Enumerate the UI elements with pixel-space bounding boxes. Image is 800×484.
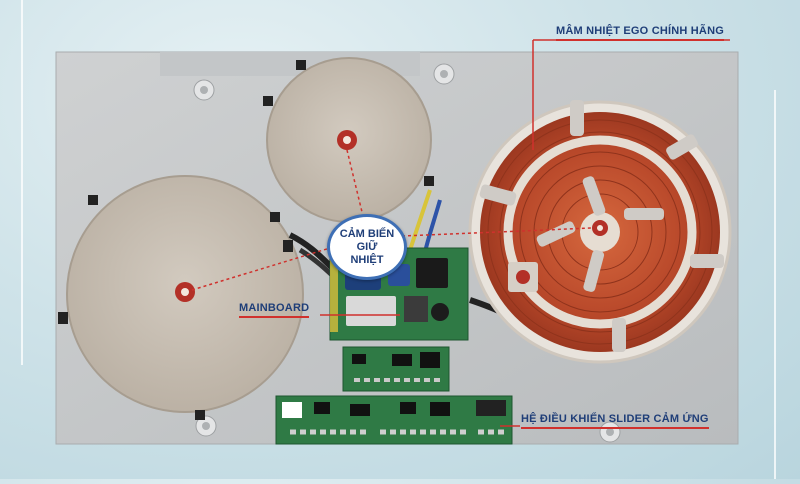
large-burner bbox=[58, 175, 304, 420]
sensor-label-line1: CẢM BIẾN bbox=[339, 227, 395, 240]
slider-pcb bbox=[275, 395, 513, 445]
sensor-label-line2: GIỮ bbox=[356, 240, 378, 253]
screw-icon bbox=[599, 421, 621, 443]
screw-icon bbox=[195, 415, 217, 437]
sensor-label-line3: NHIỆT bbox=[350, 253, 384, 266]
sensor-callout-large bbox=[191, 247, 331, 291]
control-pcb-small bbox=[342, 346, 450, 392]
screw-icon bbox=[433, 63, 455, 85]
coil-label-text: MÂM NHIỆT EGO CHÍNH HÃNG bbox=[556, 25, 724, 37]
screw-icon bbox=[193, 79, 215, 101]
small-burner bbox=[263, 57, 434, 223]
slider-label: HỆ ĐIỀU KHIỂN SLIDER CẢM ỨNG bbox=[521, 413, 709, 429]
sensor-callout-coil bbox=[401, 227, 593, 237]
mainboard-label: MAINBOARD bbox=[239, 302, 310, 318]
sensor-label-bubble: CẢM BIẾN GIỮ NHIỆT bbox=[327, 214, 407, 280]
sensor-callout-small bbox=[346, 149, 363, 213]
mainboard-label-text: MAINBOARD bbox=[239, 302, 310, 314]
slider-label-text: HỆ ĐIỀU KHIỂN SLIDER CẢM ỨNG bbox=[521, 413, 709, 425]
coil-label: MÂM NHIỆT EGO CHÍNH HÃNG bbox=[556, 25, 724, 41]
ego-coil bbox=[468, 100, 732, 364]
